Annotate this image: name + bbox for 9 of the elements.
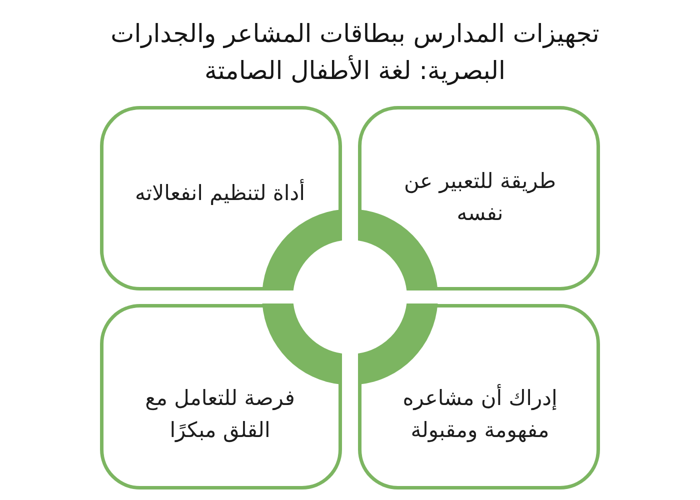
rounded-box: [358, 304, 600, 489]
title: تجهيزات المدارس ببطاقات المشاعر والجدارات البصرية: لغة الأطفال الصامتة: [110, 19, 600, 85]
rounded-box: [358, 106, 600, 290]
box-text: أداة لتنظيم انفعالاته: [135, 181, 305, 205]
box-text: فرصة للتعامل مع القلق مبكرًا: [145, 386, 295, 442]
box-text: إدراك أن مشاعره مفهومة ومقبولة: [402, 386, 558, 442]
rounded-box: [100, 106, 342, 290]
rounded-box: [100, 304, 342, 489]
box-text: طريقة للتعبير عن نفسه: [404, 169, 556, 225]
